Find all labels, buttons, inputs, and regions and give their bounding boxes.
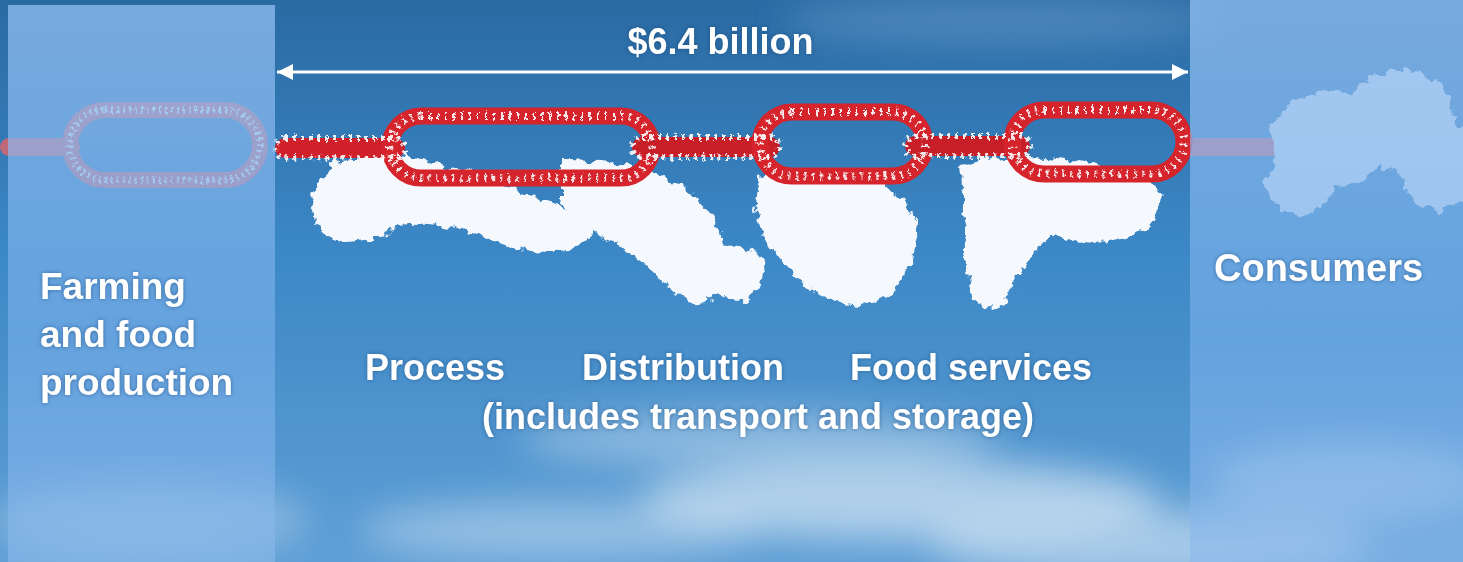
stage-panel: Consumers <box>1190 0 1463 562</box>
red-chain <box>275 110 1184 178</box>
chain-frost <box>275 110 1184 178</box>
span-arrow <box>277 71 1188 74</box>
stage-panel: Farming and food production <box>8 5 275 562</box>
stage-label: (includes transport and storage) <box>482 397 1034 437</box>
stage-label: Process <box>365 348 505 388</box>
stage-label: Distribution <box>582 348 784 388</box>
value-label: $6.4 billion <box>627 22 813 62</box>
stage-label: Food services <box>850 348 1092 388</box>
panel-label: Consumers <box>1214 246 1423 290</box>
panel-label: Farming and food production <box>40 263 233 407</box>
